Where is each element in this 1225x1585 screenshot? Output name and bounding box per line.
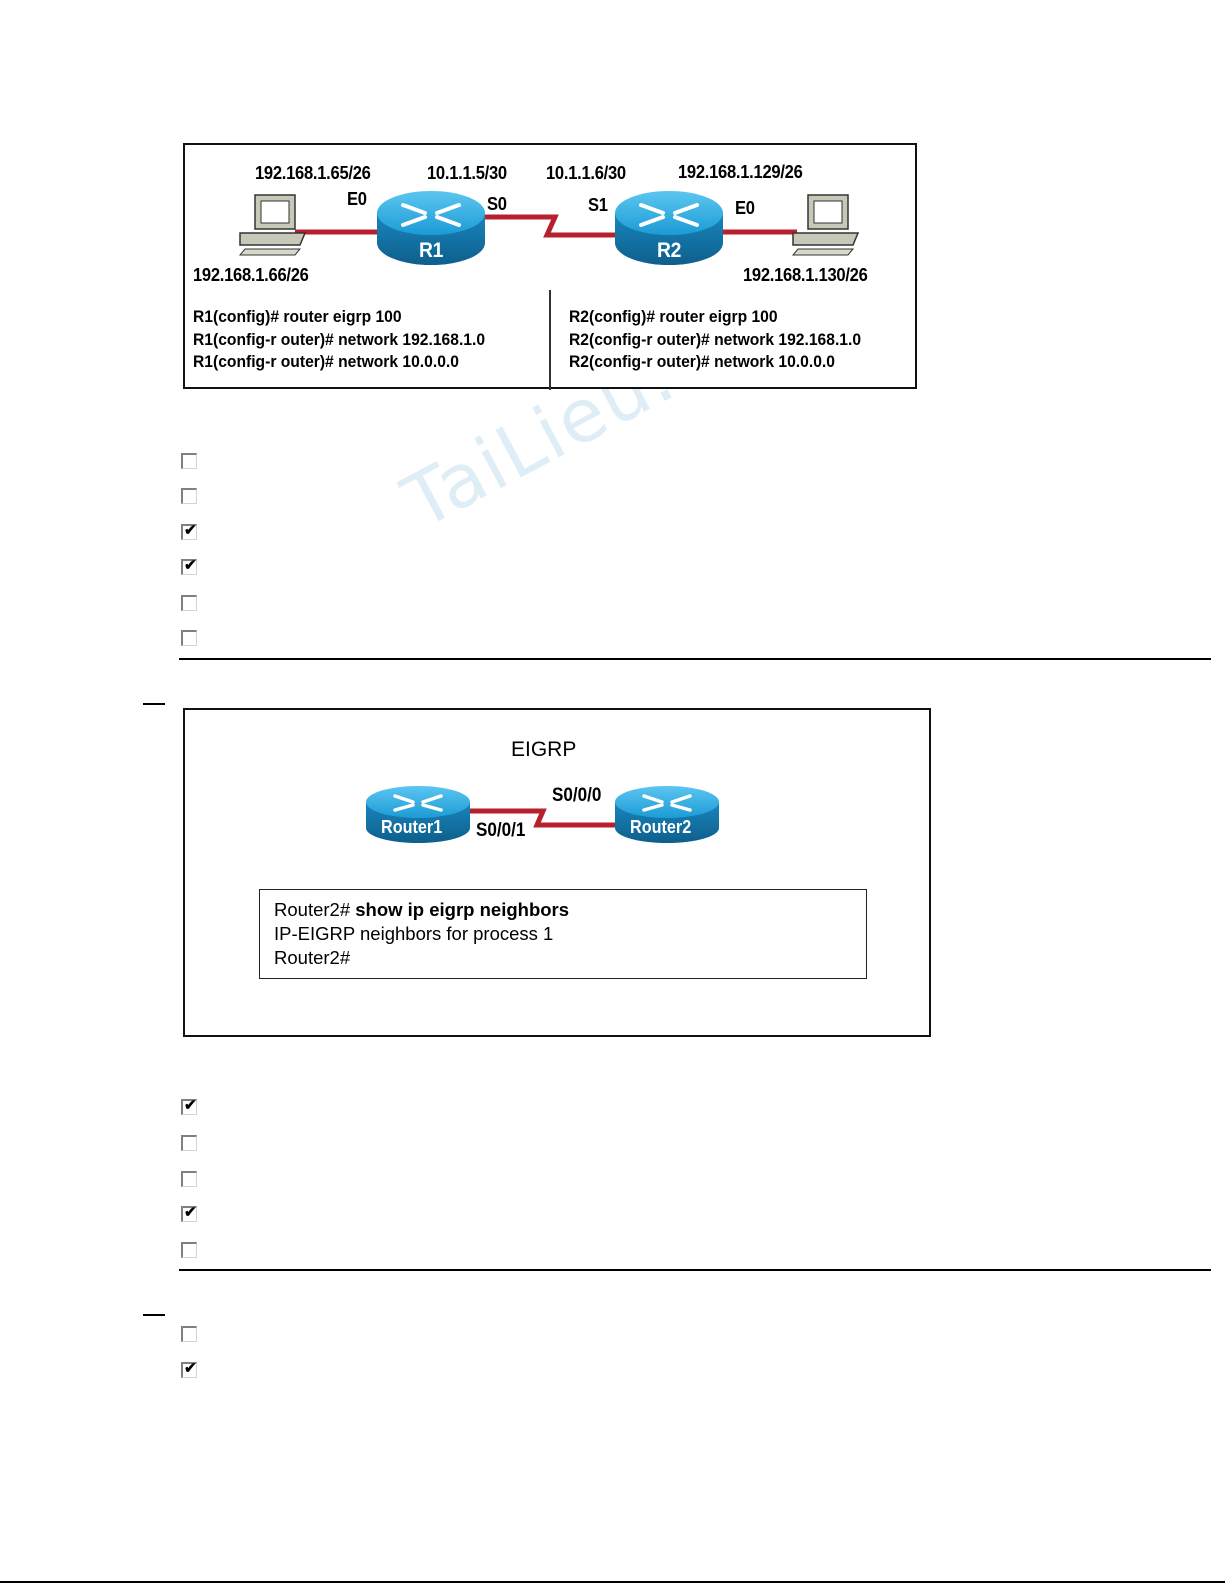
r2-name: R2	[657, 239, 682, 262]
q1-option-1-checkbox[interactable]	[181, 453, 197, 469]
exhibit-topology-2: EIGRP	[183, 708, 931, 1037]
topology-diagram	[238, 191, 860, 265]
router2-interface: S0/0/0	[552, 785, 602, 806]
console-prompt: Router2#	[274, 899, 351, 920]
exhibit2-title: EIGRP	[511, 738, 577, 761]
r2-s1-ip: 10.1.1.6/30	[546, 163, 626, 183]
check-icon: ✔	[184, 1204, 197, 1221]
r1-name: R1	[419, 239, 444, 262]
r2-e0-ip: 192.168.1.129/26	[678, 162, 803, 182]
console-line-command: Router2# show ip eigrp neighbors	[260, 898, 866, 922]
question-marker	[143, 1314, 165, 1316]
r1-e0-label: E0	[347, 189, 367, 209]
check-icon: ✔	[184, 1097, 197, 1114]
r2-s1-label: S1	[588, 195, 608, 215]
console-line-prompt: Router2#	[274, 947, 351, 968]
q2-option-2-checkbox[interactable]	[181, 1135, 197, 1151]
config-divider	[549, 290, 551, 390]
console-output: Router2# show ip eigrp neighbors IP-EIGR…	[259, 889, 867, 979]
router2-name: Router2	[630, 817, 692, 837]
q1-option-2-checkbox[interactable]	[181, 488, 197, 504]
question-separator	[179, 658, 1211, 660]
router1-name: Router1	[381, 817, 443, 837]
r2-config: R2(config)# router eigrp 100 R2(config-r…	[569, 306, 861, 374]
check-icon: ✔	[184, 522, 197, 539]
router2-icon	[615, 786, 719, 843]
r1-s0-ip: 10.1.1.5/30	[427, 163, 507, 183]
console-line-output: IP-EIGRP neighbors for process 1	[274, 923, 554, 944]
check-icon: ✔	[184, 557, 197, 574]
q1-option-6-checkbox[interactable]	[181, 630, 197, 646]
r1-config-line: R1(config-r outer)# network 192.168.1.0	[193, 329, 486, 349]
check-icon: ✔	[184, 1360, 197, 1377]
pc1-ip: 192.168.1.66/26	[193, 265, 309, 285]
r1-config-line: R1(config-r outer)# network 10.0.0.0	[193, 352, 459, 371]
q1-option-3-checkbox[interactable]: ✔	[181, 522, 197, 540]
pc2-ip: 192.168.1.130/26	[743, 265, 868, 285]
eigrp-diagram	[366, 786, 719, 843]
router-r1-icon	[377, 191, 485, 265]
pc1-icon	[238, 194, 307, 256]
q2-option-5-checkbox[interactable]	[181, 1242, 197, 1258]
r1-e0-ip: 192.168.1.65/26	[255, 163, 371, 183]
r1-config: R1(config)# router eigrp 100 R1(config-r…	[193, 306, 485, 374]
r2-config-line: R2(config)# router eigrp 100	[569, 307, 778, 326]
q2-option-4-checkbox[interactable]: ✔	[181, 1204, 197, 1222]
pc2-icon	[791, 194, 860, 256]
page-bottom-border	[0, 1581, 1225, 1583]
q3-option-2-checkbox[interactable]: ✔	[181, 1360, 197, 1378]
console-command: show ip eigrp neighbors	[350, 899, 570, 920]
r1-s0-label: S0	[487, 194, 507, 214]
router1-interface: S0/0/1	[476, 820, 526, 841]
router1-icon	[366, 786, 470, 843]
q2-option-1-checkbox[interactable]: ✔	[181, 1097, 197, 1115]
q1-option-4-checkbox[interactable]: ✔	[181, 557, 197, 575]
serial-link-router1-router2	[469, 808, 617, 828]
question-separator	[179, 1269, 1211, 1271]
question-marker	[143, 703, 165, 705]
serial-link-r1-r2	[480, 214, 622, 238]
q2-option-3-checkbox[interactable]	[181, 1171, 197, 1187]
exhibit-topology-1: 192.168.1.65/26 10.1.1.5/30 10.1.1.6/30 …	[183, 143, 917, 390]
r2-config-line: R2(config-r outer)# network 192.168.1.0	[569, 329, 862, 349]
r1-config-line: R1(config)# router eigrp 100	[193, 307, 402, 326]
r2-e0-label: E0	[735, 198, 755, 218]
q3-option-1-checkbox[interactable]	[181, 1326, 197, 1342]
q1-option-5-checkbox[interactable]	[181, 595, 197, 611]
router-r2-icon	[615, 191, 723, 265]
r2-config-line: R2(config-r outer)# network 10.0.0.0	[569, 352, 835, 371]
